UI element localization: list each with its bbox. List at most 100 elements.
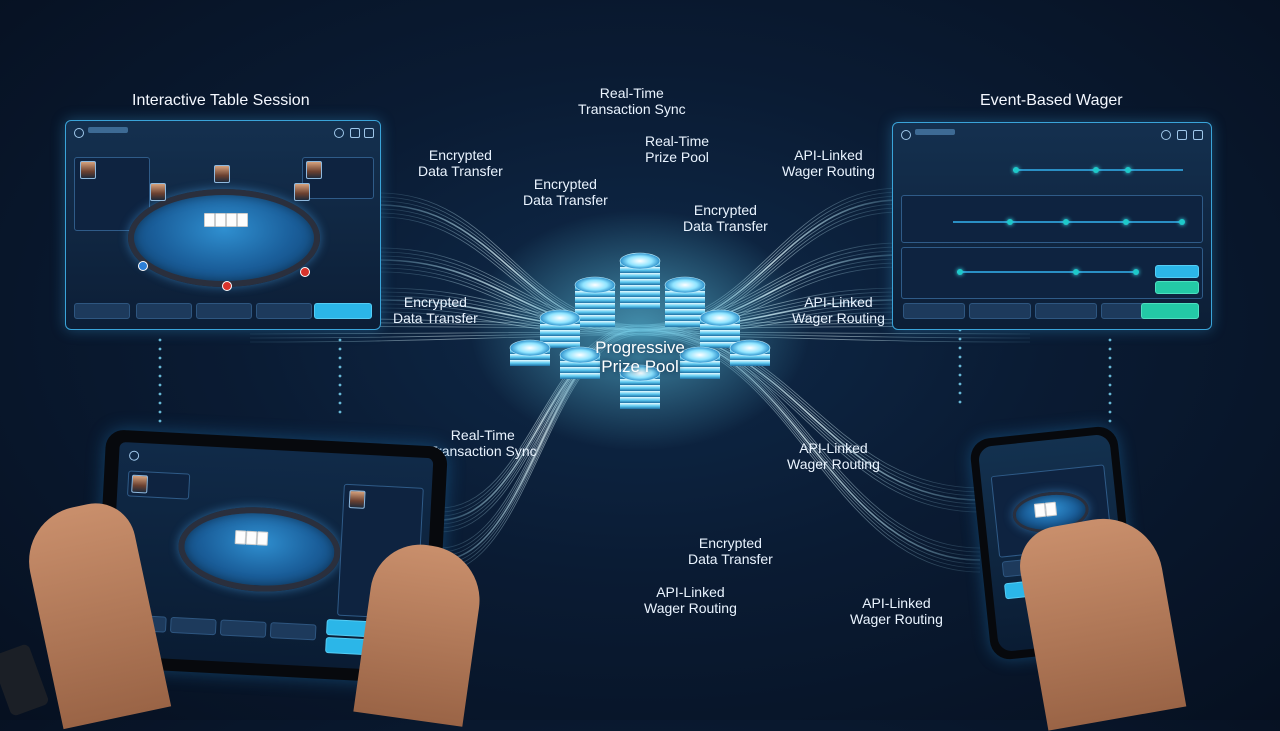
coin-edge	[700, 330, 740, 336]
caption-encrypted-upper-left: Encrypted Data Transfer	[418, 147, 503, 179]
action-button[interactable]	[219, 619, 267, 638]
flow-dot	[1108, 374, 1112, 378]
coin-edge	[540, 342, 580, 348]
coin-edge	[700, 342, 740, 348]
action-button[interactable]	[256, 303, 312, 319]
close-icon[interactable]	[1193, 130, 1203, 140]
caption-api-linked-right: API-Linked Wager Routing	[792, 294, 885, 326]
caption-line: Encrypted	[698, 535, 762, 551]
caption-encrypted-center-left: Encrypted Data Transfer	[523, 176, 608, 208]
caption-line: API-Linked	[799, 440, 868, 456]
coin-top	[619, 364, 661, 382]
avatar	[150, 183, 166, 201]
flow-dot	[158, 419, 162, 423]
coin-edge	[620, 397, 660, 403]
minimize-icon[interactable]	[350, 128, 360, 138]
caption-encrypted-bottom: Encrypted Data Transfer	[688, 535, 773, 567]
action-button[interactable]	[969, 303, 1031, 319]
place-wager-button[interactable]	[1155, 281, 1199, 294]
flow-dot	[158, 374, 162, 378]
app-logo-icon	[901, 130, 911, 140]
coin-top	[664, 276, 706, 294]
caption-line: Data Transfer	[393, 310, 478, 326]
slider-handle[interactable]	[1125, 167, 1131, 173]
action-button[interactable]	[74, 303, 130, 319]
community-card	[245, 530, 258, 546]
flow-dot	[1108, 347, 1112, 351]
community-card	[1044, 501, 1058, 517]
caption-line: Data Transfer	[523, 192, 608, 208]
coin-edge	[665, 309, 705, 315]
caption-line: Encrypted	[428, 147, 492, 163]
close-icon[interactable]	[364, 128, 374, 138]
action-button[interactable]	[169, 616, 217, 636]
slider-handle[interactable]	[1179, 219, 1185, 225]
coin-top	[699, 309, 741, 327]
coin-edge	[620, 279, 660, 285]
coin-top	[539, 309, 581, 327]
slider-handle[interactable]	[1007, 219, 1013, 225]
hub-label: Progressive Prize Pool	[540, 338, 740, 376]
minimize-icon[interactable]	[1177, 130, 1187, 140]
caption-line: API-Linked	[656, 584, 725, 600]
slider-handle[interactable]	[1013, 167, 1019, 173]
flow-dot	[338, 347, 342, 351]
slider-handle[interactable]	[1093, 167, 1099, 173]
coin-edge	[620, 385, 660, 391]
primary-action-button[interactable]	[314, 303, 372, 319]
community-card	[256, 531, 269, 546]
avatar	[348, 490, 366, 509]
caption-line: API-Linked	[794, 147, 863, 163]
action-button[interactable]	[136, 303, 192, 319]
action-button[interactable]	[269, 622, 317, 641]
flow-dot	[1108, 419, 1112, 423]
avatar	[131, 474, 149, 494]
slider-handle[interactable]	[1123, 219, 1129, 225]
settings-icon[interactable]	[334, 128, 344, 138]
hub-label-line1: Progressive	[595, 338, 685, 357]
coin-edge	[730, 354, 770, 360]
slider-handle[interactable]	[1073, 269, 1079, 275]
slider-handle[interactable]	[957, 269, 963, 275]
slider-handle[interactable]	[1063, 219, 1069, 225]
caption-encrypted-center-right: Encrypted Data Transfer	[683, 202, 768, 234]
coin-edge	[700, 324, 740, 330]
coin-edge	[620, 291, 660, 297]
flow-dot	[338, 410, 342, 414]
caption-line: Wager Routing	[644, 600, 737, 616]
flow-dots	[158, 328, 1112, 423]
panel-title-bar	[88, 127, 128, 133]
event-wager-panel[interactable]	[892, 122, 1212, 330]
coin-edge	[620, 303, 660, 309]
caption-api-linked-bottom: API-Linked Wager Routing	[644, 584, 737, 616]
avatar	[294, 183, 310, 201]
flow-dot	[958, 364, 962, 368]
flow-dot	[338, 383, 342, 387]
primary-action-button[interactable]	[1141, 303, 1199, 319]
coin-top	[729, 339, 771, 357]
slider-handle[interactable]	[1133, 269, 1139, 275]
wager-section[interactable]	[901, 195, 1203, 243]
poker-table-icon[interactable]	[128, 189, 320, 287]
caption-real-time-sync-lower: Real-Time Transaction Sync	[429, 427, 537, 459]
coin-edge	[620, 391, 660, 397]
flow-dot	[158, 383, 162, 387]
caption-line: Data Transfer	[683, 218, 768, 234]
coin-top	[619, 252, 661, 270]
caption-line: Real-Time	[599, 85, 664, 101]
payout-slider[interactable]	[957, 271, 1137, 273]
table-session-panel[interactable]	[65, 120, 381, 330]
poker-table-icon[interactable]	[176, 503, 343, 596]
flow-dot	[338, 338, 342, 342]
wager-section[interactable]	[901, 247, 1203, 299]
coin-edge	[665, 297, 705, 303]
confirm-button[interactable]	[1155, 265, 1199, 278]
heading-event-wager: Event-Based Wager	[980, 92, 1123, 109]
action-button[interactable]	[196, 303, 252, 319]
action-button[interactable]	[903, 303, 965, 319]
action-button[interactable]	[1035, 303, 1097, 319]
settings-icon[interactable]	[1161, 130, 1171, 140]
coin-edge	[620, 379, 660, 385]
coin-edge	[680, 367, 720, 373]
